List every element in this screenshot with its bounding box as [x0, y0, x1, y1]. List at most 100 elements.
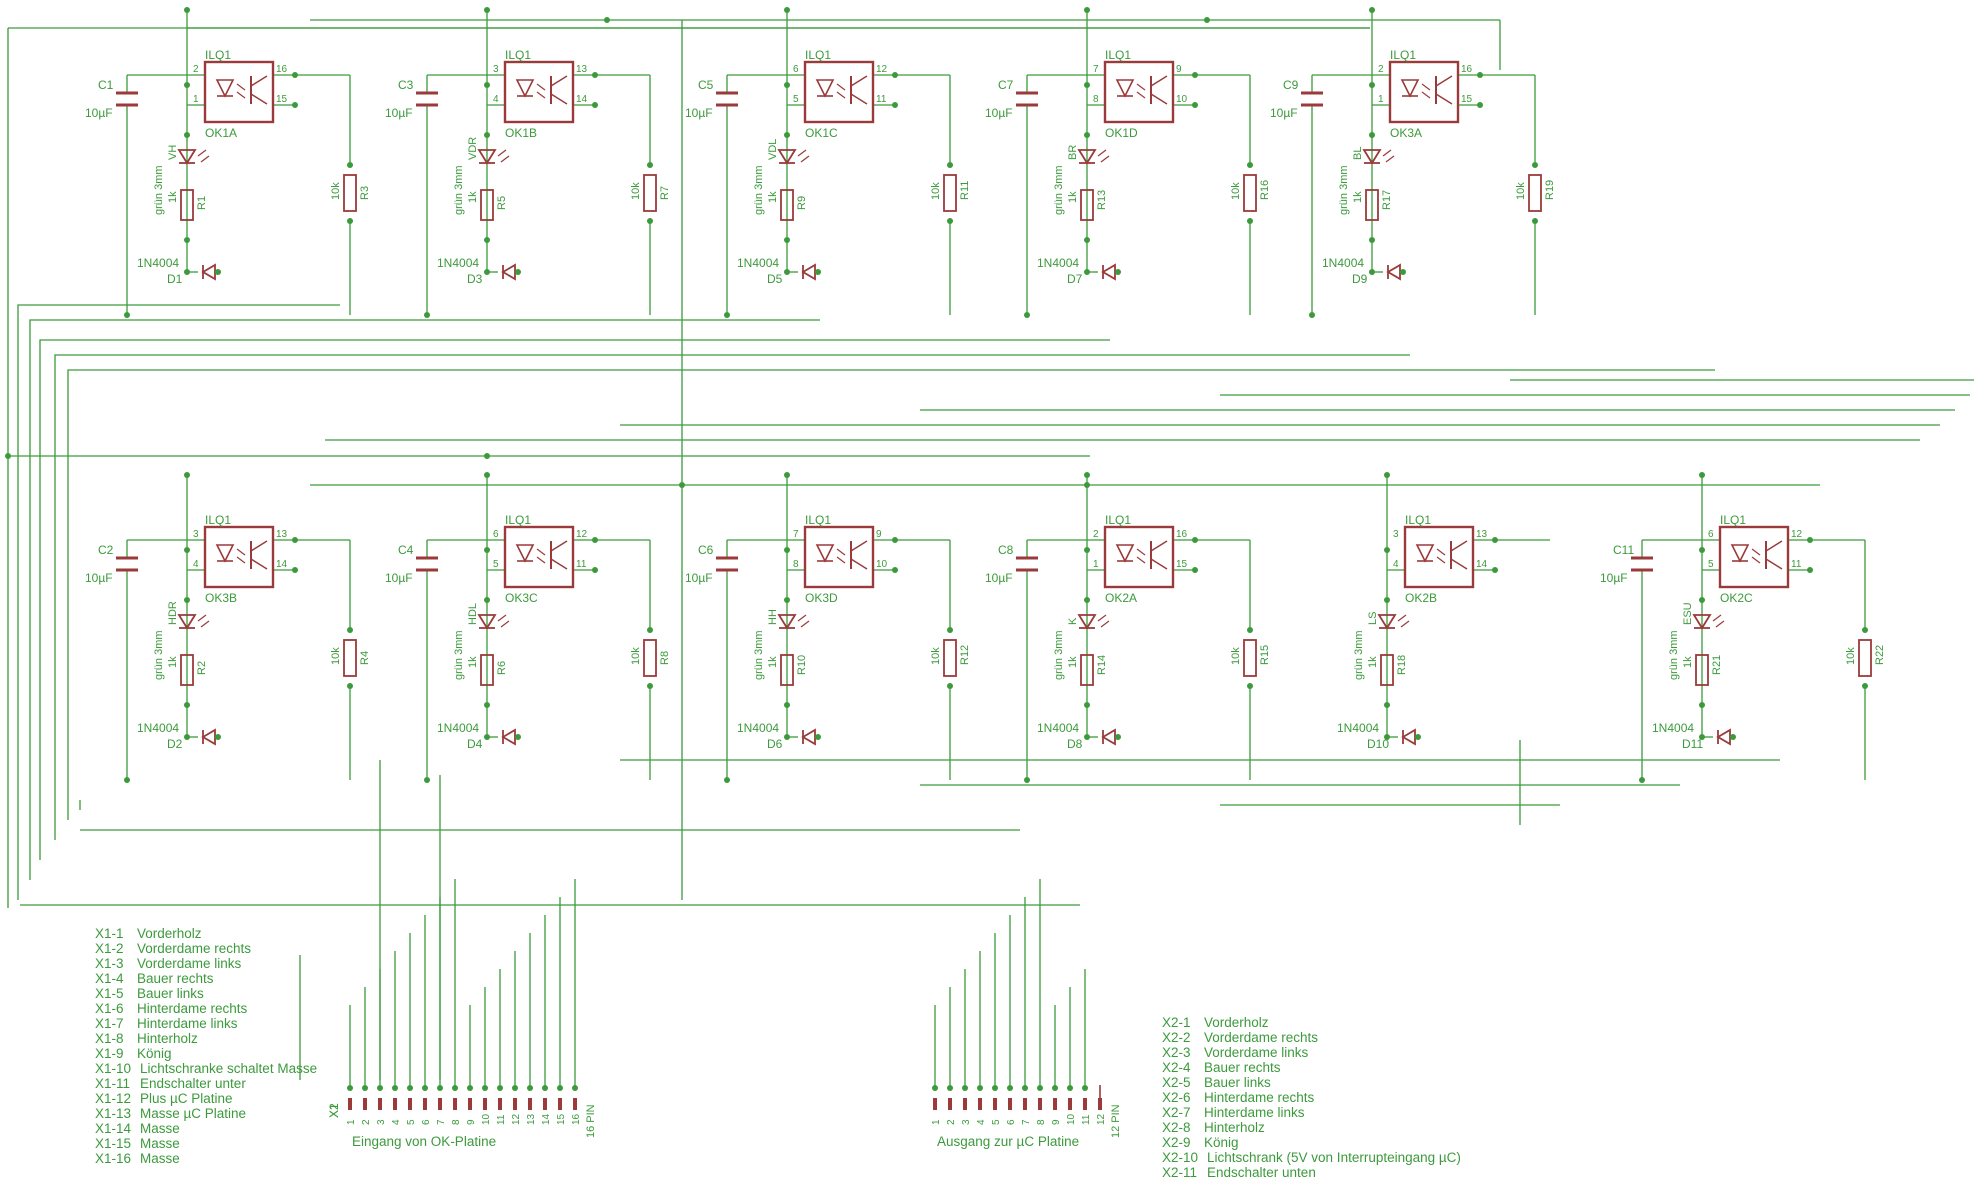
chip-type: ILQ1	[505, 48, 531, 62]
legend-key: X1-5	[95, 986, 124, 1001]
legend-value: Bauer links	[137, 986, 204, 1001]
legend-value: Endschalter unten	[1207, 1165, 1316, 1180]
legend-key: X2-4	[1162, 1060, 1191, 1075]
legend-key: X1-3	[95, 956, 124, 971]
connector-pin	[528, 1098, 532, 1110]
connector-pin-number: 2	[946, 1119, 957, 1125]
pin-number: 12	[1791, 529, 1803, 540]
pin-number: 8	[793, 559, 799, 570]
diode-label: D9	[1352, 272, 1368, 286]
connector-pin	[1098, 1098, 1102, 1110]
resistor-value: 1k	[1067, 656, 1079, 668]
connector-pin	[1038, 1098, 1042, 1110]
led-note: grün 3mm	[753, 165, 765, 215]
led-name: HDR	[167, 601, 179, 625]
pull-resistor-value: 10k	[630, 647, 642, 665]
connector-pin	[438, 1098, 442, 1110]
resistor-label: R9	[796, 196, 808, 210]
connector-pin-number: 12	[511, 1113, 522, 1125]
junction-layer	[5, 7, 1868, 1091]
connector-pin-number: 6	[421, 1119, 432, 1125]
connector-pin	[468, 1098, 472, 1110]
led-name: VDL	[767, 139, 779, 160]
legend-value: Lichtschrank (5V von Interrupteingang µC…	[1207, 1150, 1461, 1165]
pin-number: 16	[1461, 64, 1473, 75]
legend-row: X1-6 Hinterdame rechts	[95, 1001, 317, 1016]
legend-value: Hinterdame links	[137, 1016, 238, 1031]
chip-type: ILQ1	[1405, 513, 1431, 527]
pin-number: 11	[576, 559, 587, 570]
connector-pin	[558, 1098, 562, 1110]
pull-resistor-value: 10k	[930, 182, 942, 200]
led-note: grün 3mm	[1053, 630, 1065, 680]
legend-value: Vorderdame links	[137, 956, 242, 971]
led-name: BR	[1067, 145, 1079, 160]
pin-number: 12	[876, 64, 888, 75]
pull-resistor-label: R19	[1544, 180, 1556, 200]
legend-value: Lichtschranke schaltet Masse	[140, 1061, 318, 1076]
capacitor-value: 10µF	[685, 106, 713, 120]
legend-value: Hinterdame rechts	[137, 1001, 248, 1016]
pin-number: 11	[876, 94, 887, 105]
connector-pin	[423, 1098, 427, 1110]
pin-number: 6	[793, 64, 799, 75]
connector-pin	[513, 1098, 517, 1110]
connector-pin-number: 9	[466, 1119, 477, 1125]
connector-pin-number: 1	[346, 1119, 357, 1125]
chip-name: OK1B	[505, 126, 537, 140]
pin-number: 4	[1393, 559, 1399, 570]
pin-number: 15	[1461, 94, 1473, 105]
capacitor-value: 10µF	[85, 571, 113, 585]
chip-name: OK1D	[1105, 126, 1138, 140]
diode-label: D8	[1067, 737, 1083, 751]
legend-key: X2-11	[1162, 1165, 1198, 1180]
legend-value: Bauer rechts	[137, 971, 214, 986]
chip-type: ILQ1	[805, 513, 831, 527]
pull-resistor-label: R15	[1259, 645, 1271, 665]
diode-value: 1N4004	[1337, 721, 1379, 735]
resistor-label: R13	[1096, 190, 1108, 210]
pin-number: 1	[193, 94, 199, 105]
connector-pin-number: 8	[1036, 1119, 1047, 1125]
connector-pin	[963, 1098, 967, 1110]
pull-resistor-label: R16	[1259, 180, 1271, 200]
diode-value: 1N4004	[1037, 721, 1079, 735]
resistor-label: R17	[1381, 190, 1393, 210]
connector-name: X2	[327, 1103, 341, 1118]
chip-type: ILQ1	[1105, 513, 1131, 527]
diode-label: D5	[767, 272, 783, 286]
legend-key: X1-14	[95, 1121, 132, 1136]
capacitor-value: 10µF	[385, 106, 413, 120]
chip-name: OK3A	[1390, 126, 1422, 140]
legend-value: Masse µC Platine	[140, 1106, 247, 1121]
resistor-label: R10	[796, 655, 808, 675]
legend-value: Hinterdame rechts	[1204, 1090, 1315, 1105]
chip-type: ILQ1	[1720, 513, 1746, 527]
connector-pin	[978, 1098, 982, 1110]
connector-pin-number: 7	[436, 1119, 447, 1125]
legend-value: Hinterholz	[1204, 1120, 1265, 1135]
connector-name: X1	[327, 1103, 341, 1118]
resistor-value: 1k	[767, 656, 779, 668]
chip-name: OK2B	[1405, 591, 1437, 605]
pin-number: 10	[876, 559, 888, 570]
resistor-value: 1k	[1352, 191, 1364, 203]
chip-name: OK3B	[205, 591, 237, 605]
diode-value: 1N4004	[437, 256, 479, 270]
led-name: LS	[1367, 612, 1379, 625]
resistor-label: R18	[1396, 655, 1408, 675]
legend-key: X1-6	[95, 1001, 124, 1016]
pin-number: 16	[1176, 529, 1188, 540]
